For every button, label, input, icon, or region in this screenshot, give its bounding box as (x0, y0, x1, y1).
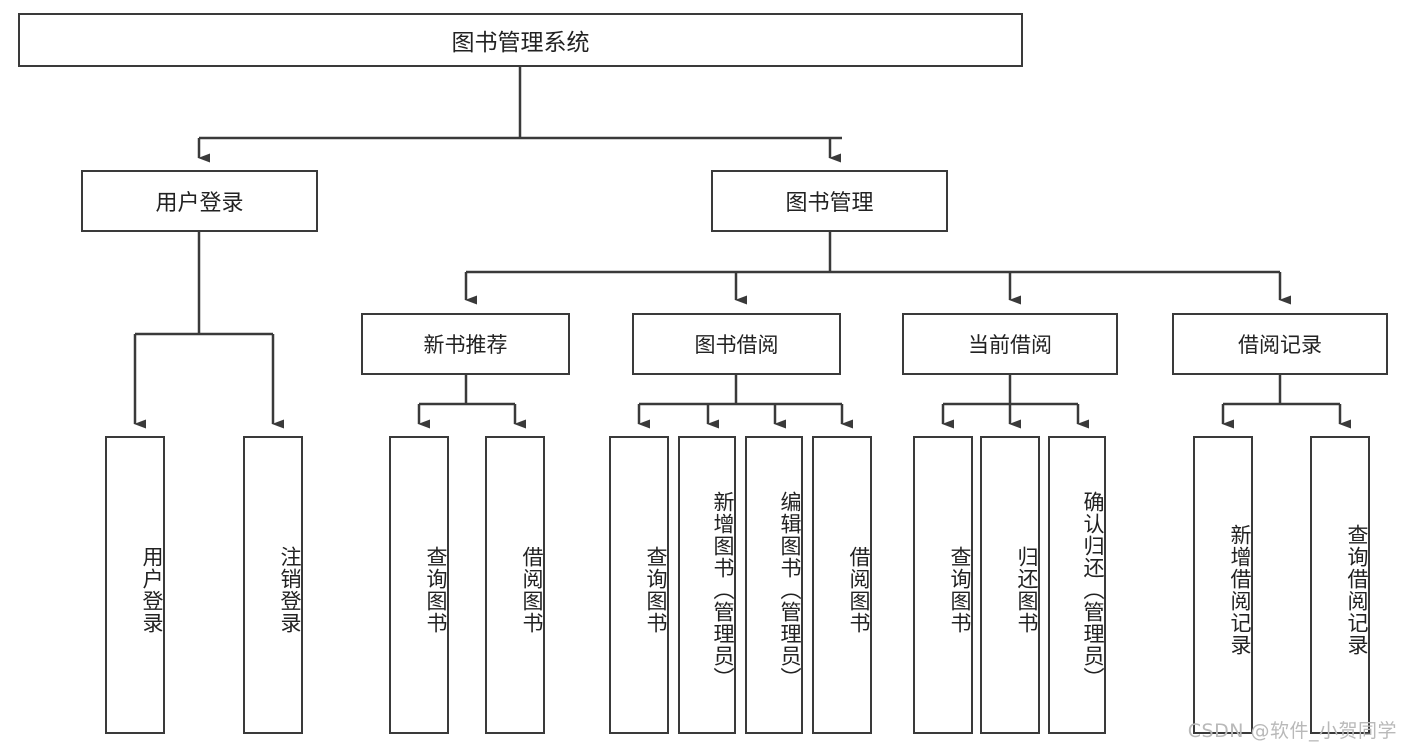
node-book-management[interactable]: 图书管理 (711, 170, 948, 232)
node-label: 查询图书 (948, 546, 972, 634)
watermark-text: CSDN @软件_小贺同学 (1187, 720, 1397, 742)
node-borrow-record[interactable]: 借阅记录 (1172, 313, 1388, 375)
node-label: 归还图书 (1015, 546, 1039, 634)
node-label: 图书管理 (785, 191, 874, 216)
leaf-query-book-current[interactable]: 查询图书 (913, 436, 973, 734)
node-new-book-recommend[interactable]: 新书推荐 (361, 313, 570, 375)
node-label: 新增借阅记录 (1228, 524, 1252, 656)
leaf-add-borrow-record[interactable]: 新增借阅记录 (1193, 436, 1253, 734)
leaf-user-login[interactable]: 用户登录 (105, 436, 165, 734)
node-label: 查询图书 (644, 546, 668, 634)
node-label: 借阅记录 (1238, 333, 1322, 357)
leaf-add-book-admin[interactable]: 新增图书（管理员） (678, 436, 736, 734)
node-label: 查询图书 (424, 546, 448, 634)
leaf-query-book-borrow[interactable]: 查询图书 (609, 436, 669, 734)
node-label: 新书推荐 (423, 333, 508, 357)
node-label: 当前借阅 (968, 333, 1052, 357)
leaf-borrow-book[interactable]: 借阅图书 (812, 436, 872, 734)
node-label: 图书管理系统 (451, 30, 590, 56)
node-book-borrow[interactable]: 图书借阅 (632, 313, 841, 375)
leaf-borrow-book-recommend[interactable]: 借阅图书 (485, 436, 545, 734)
node-label: 编辑图书（管理员） (778, 491, 802, 689)
node-label: 用户登录 (140, 546, 164, 634)
node-label: 用户登录 (155, 191, 244, 216)
leaf-edit-book-admin[interactable]: 编辑图书（管理员） (745, 436, 803, 734)
node-user-login[interactable]: 用户登录 (81, 170, 318, 232)
node-current-borrow[interactable]: 当前借阅 (902, 313, 1118, 375)
node-label: 查询借阅记录 (1345, 524, 1369, 656)
node-label: 新增图书（管理员） (711, 491, 735, 689)
node-root-system[interactable]: 图书管理系统 (18, 13, 1023, 67)
leaf-return-book[interactable]: 归还图书 (980, 436, 1040, 734)
leaf-confirm-return-admin[interactable]: 确认归还（管理员） (1048, 436, 1106, 734)
node-label: 图书借阅 (694, 333, 779, 357)
node-label: 借阅图书 (520, 546, 544, 634)
leaf-logout-login[interactable]: 注销登录 (243, 436, 303, 734)
leaf-query-book-recommend[interactable]: 查询图书 (389, 436, 449, 734)
node-label: 确认归还（管理员） (1081, 491, 1105, 689)
leaf-query-borrow-record[interactable]: 查询借阅记录 (1310, 436, 1370, 734)
node-label: 借阅图书 (847, 546, 871, 634)
node-label: 注销登录 (278, 546, 302, 634)
